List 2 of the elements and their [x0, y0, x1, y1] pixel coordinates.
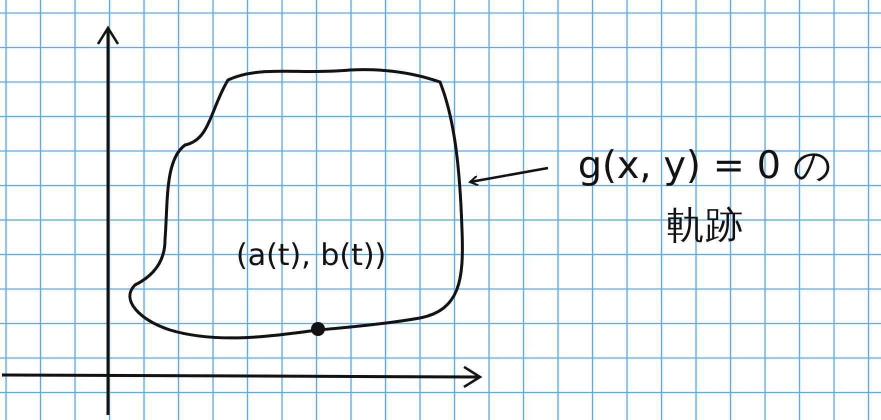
arrow [469, 166, 548, 186]
closed-curve [128, 68, 464, 340]
